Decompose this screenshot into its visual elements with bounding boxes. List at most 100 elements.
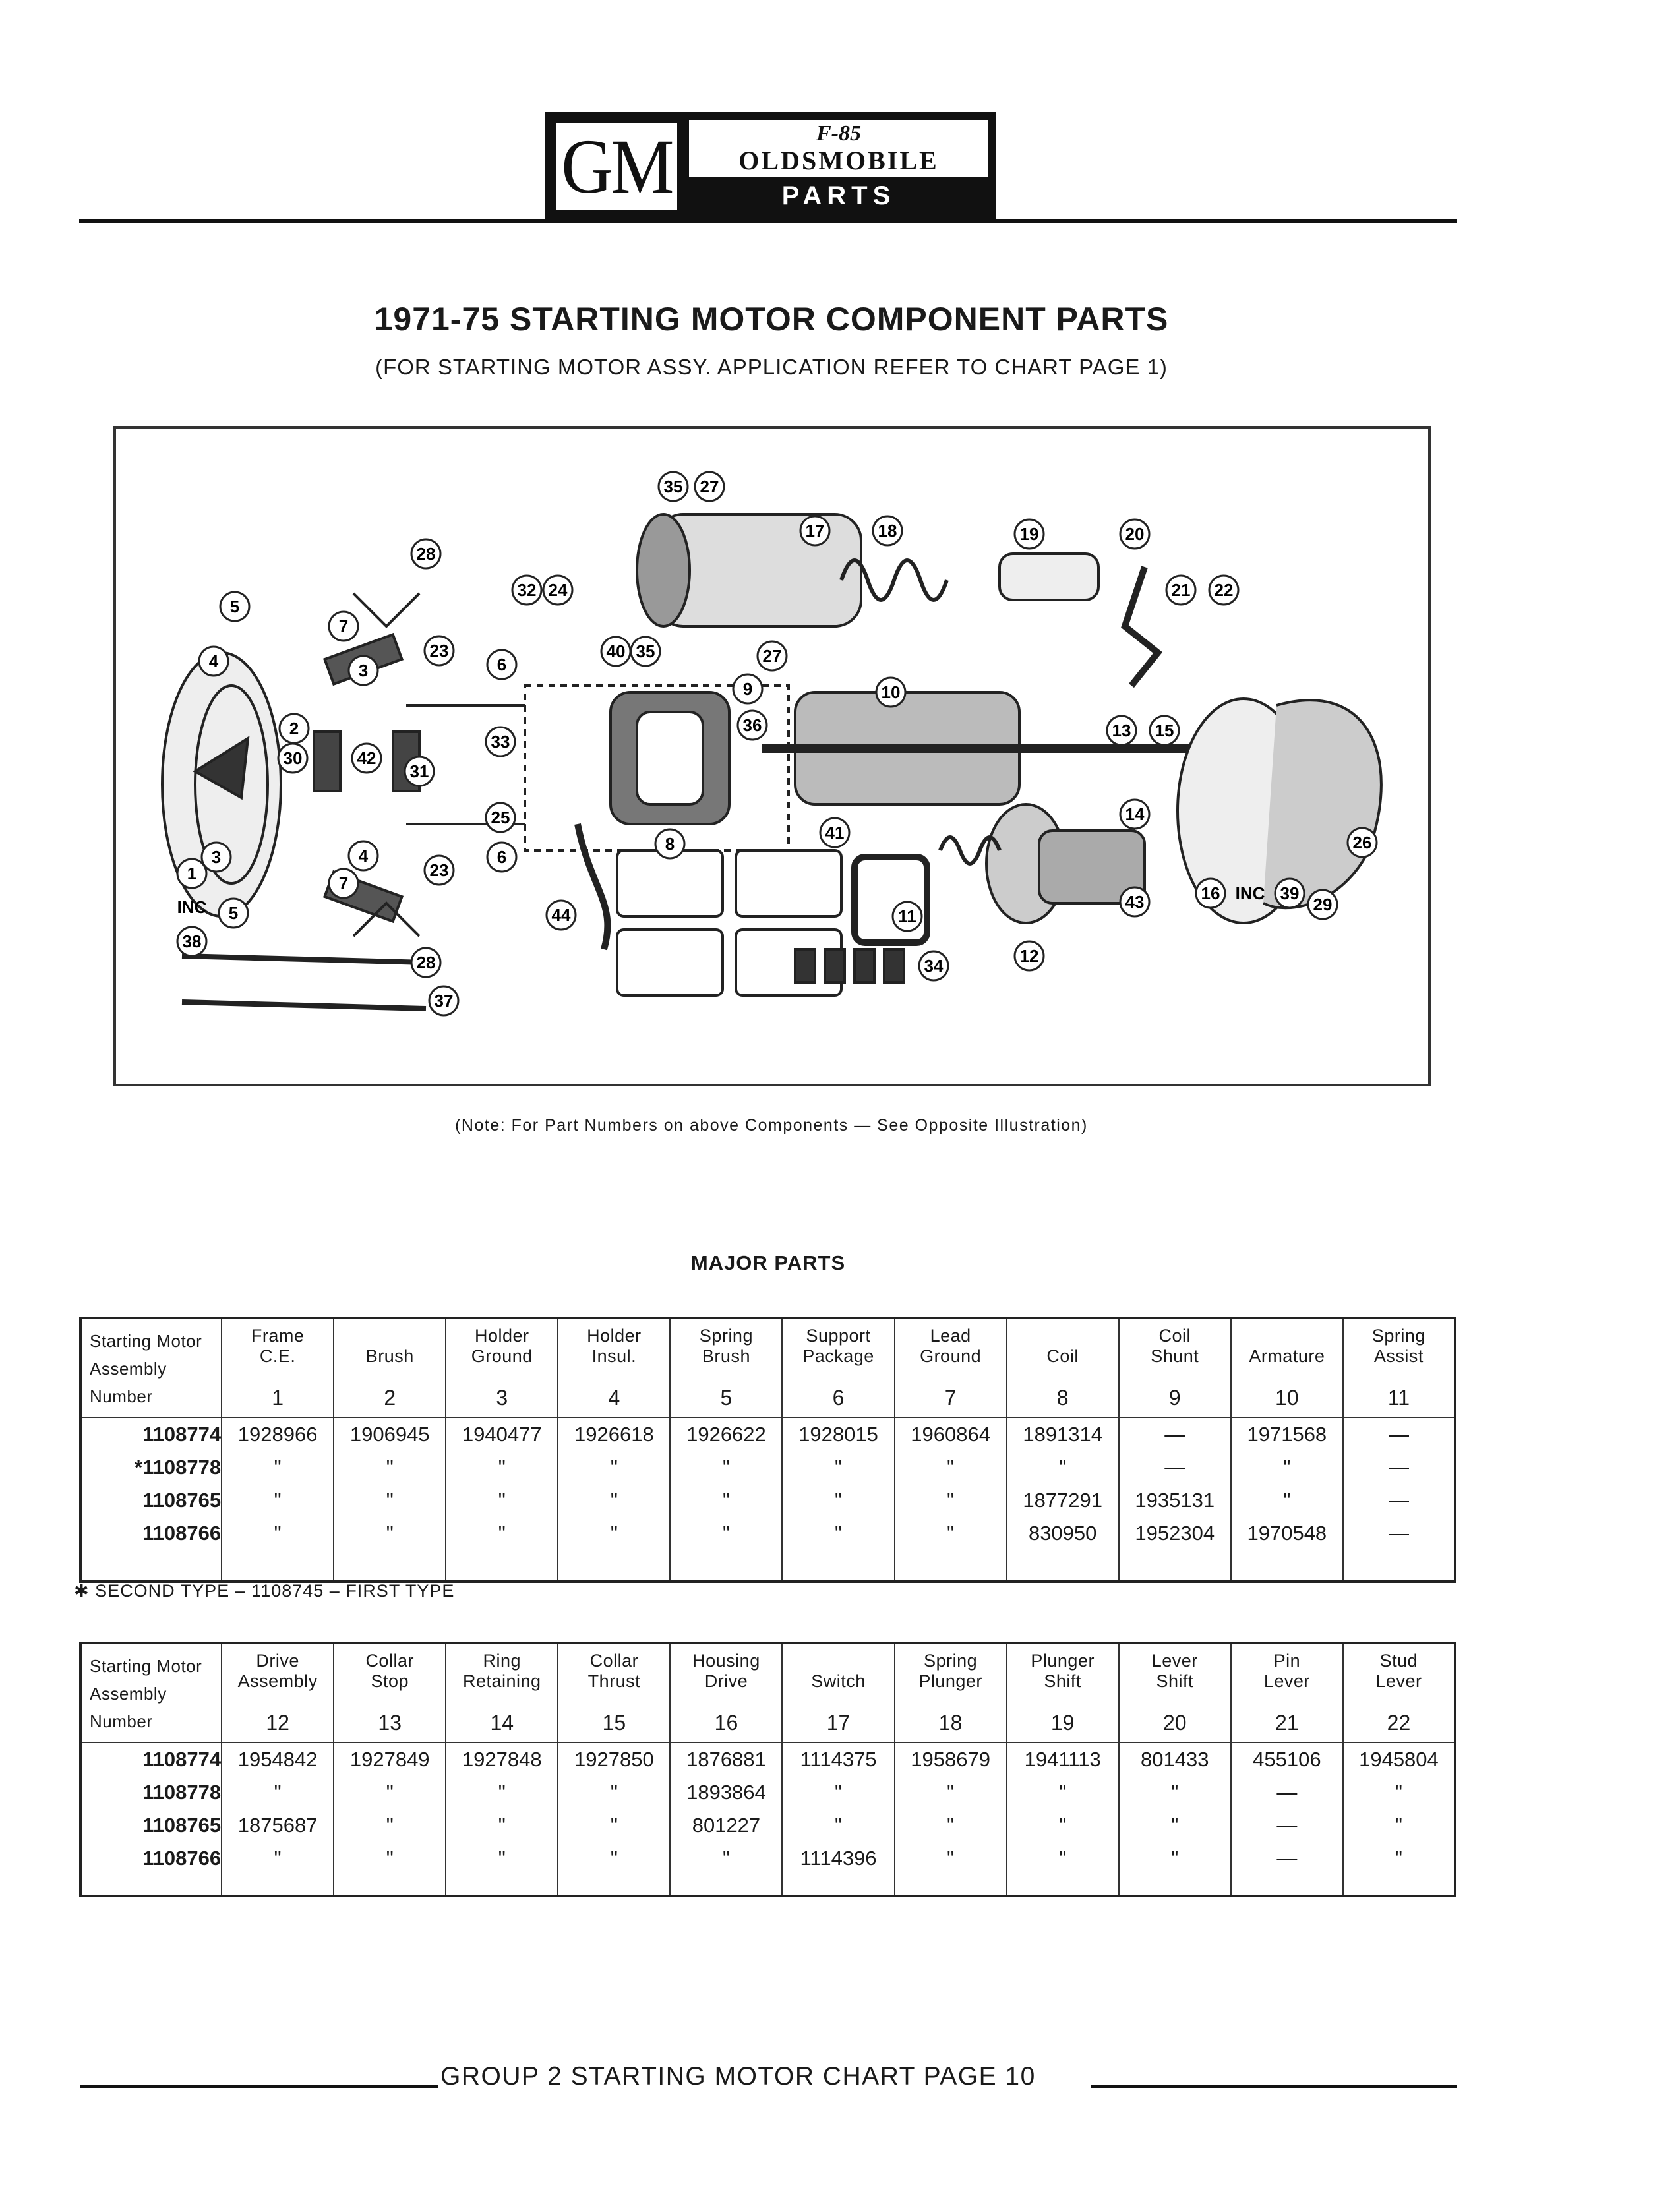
callout: 19 bbox=[1013, 518, 1045, 550]
callout-label: 19 bbox=[1020, 524, 1039, 544]
column-number: 16 bbox=[714, 1711, 738, 1735]
callout: 16 bbox=[1195, 877, 1226, 909]
part-number: " bbox=[498, 1847, 506, 1870]
plunger bbox=[998, 552, 1100, 601]
assembly-number: 1108774 bbox=[142, 1423, 222, 1446]
callout: 6 bbox=[486, 649, 518, 680]
part-number: " bbox=[947, 1847, 955, 1870]
part-number: " bbox=[1283, 1456, 1291, 1479]
callout: 7 bbox=[328, 610, 359, 642]
column-label: Ring bbox=[483, 1651, 522, 1671]
table-cell-column: 1906945""" bbox=[333, 1417, 447, 1582]
part-number: " bbox=[610, 1847, 618, 1870]
table-cell-column: 1954842"1875687" bbox=[221, 1742, 335, 1897]
part-number: 1945804 bbox=[1359, 1748, 1439, 1771]
column-label: Housing bbox=[692, 1651, 760, 1671]
column-number: 18 bbox=[938, 1711, 963, 1735]
callout: 37 bbox=[428, 985, 460, 1017]
callout-label: 35 bbox=[636, 641, 655, 661]
screw-3 bbox=[853, 948, 876, 984]
callout-label: 29 bbox=[1313, 895, 1333, 914]
part-number: " bbox=[274, 1847, 282, 1870]
part-number: 1891314 bbox=[1023, 1423, 1103, 1446]
table-cell-column: 1928015""" bbox=[781, 1417, 895, 1582]
column-label: Assist bbox=[1373, 1346, 1424, 1366]
callout-label: 30 bbox=[284, 748, 303, 768]
table-cell-column: 455106——— bbox=[1230, 1742, 1344, 1897]
column-number: 22 bbox=[1387, 1711, 1411, 1735]
table-data-block: 1108774 *1108778 1108765 1108766 1928966… bbox=[79, 1417, 1456, 1582]
table-footnote: ✱ SECOND TYPE – 1108745 – FIRST TYPE bbox=[74, 1581, 455, 1601]
callout: 9 bbox=[732, 673, 764, 705]
callout-label: 4 bbox=[209, 651, 219, 671]
spring-bottom bbox=[352, 901, 421, 937]
exploded-parts-diagram: 35 27 17 18 19 20 21 22 28 32 24 5 7 3 4… bbox=[113, 426, 1431, 1086]
screw-4 bbox=[883, 948, 905, 984]
table-cell-column: 1928966""" bbox=[221, 1417, 335, 1582]
part-number: " bbox=[386, 1814, 394, 1837]
part-number: " bbox=[1059, 1456, 1067, 1479]
part-number: " bbox=[947, 1522, 955, 1545]
callout: 3 bbox=[347, 655, 379, 686]
column-number: 21 bbox=[1275, 1711, 1299, 1735]
drive-housing-nose bbox=[1263, 699, 1383, 910]
part-number: " bbox=[1171, 1847, 1179, 1870]
screw-2 bbox=[824, 948, 846, 984]
part-number: " bbox=[610, 1522, 618, 1545]
part-number: " bbox=[386, 1781, 394, 1804]
column-label: Ground bbox=[471, 1346, 533, 1366]
callout: 15 bbox=[1149, 715, 1180, 746]
column-number: 9 bbox=[1168, 1386, 1181, 1410]
column-number: 14 bbox=[490, 1711, 514, 1735]
field-coil-inner bbox=[636, 711, 704, 806]
part-number: " bbox=[722, 1489, 730, 1512]
column-number: 2 bbox=[384, 1386, 396, 1410]
logo-brand-panel: F-85 OLDSMOBILE bbox=[689, 120, 988, 177]
column-label: Lead bbox=[930, 1326, 971, 1346]
column-label: Support bbox=[806, 1326, 871, 1346]
assembly-number: 1108778 bbox=[142, 1781, 222, 1804]
footer-rule-left bbox=[80, 2085, 438, 2088]
callout-label: 7 bbox=[339, 616, 348, 636]
part-number: " bbox=[386, 1522, 394, 1545]
row-label-line: Assembly bbox=[90, 1359, 167, 1379]
pole-shoe-2 bbox=[735, 849, 843, 918]
callout: 25 bbox=[485, 802, 516, 833]
callout: 44 bbox=[545, 899, 577, 931]
footer-rule-right bbox=[1091, 2085, 1457, 2088]
column-number: 10 bbox=[1275, 1386, 1299, 1410]
callout-label: 13 bbox=[1112, 721, 1131, 740]
callout: 32 bbox=[511, 574, 543, 606]
callout: 14 bbox=[1119, 798, 1151, 830]
callout-label: 40 bbox=[607, 641, 626, 661]
insulator bbox=[851, 854, 930, 946]
part-number: " bbox=[274, 1781, 282, 1804]
part-number: 1877291 bbox=[1023, 1489, 1103, 1512]
column-label: Spring bbox=[924, 1651, 978, 1671]
shift-lever bbox=[1121, 566, 1163, 688]
assembly-number: 1108774 bbox=[142, 1748, 222, 1771]
column-label: Holder bbox=[475, 1326, 529, 1346]
column-label: Brush bbox=[702, 1346, 750, 1366]
callout-label: 24 bbox=[549, 580, 568, 600]
assembly-number: 1108766 bbox=[142, 1847, 222, 1870]
table-cell-column: 1927850""" bbox=[557, 1742, 671, 1897]
part-number: " bbox=[835, 1522, 843, 1545]
table-cell-column: ———— bbox=[1342, 1417, 1456, 1582]
part-number: 1960864 bbox=[911, 1423, 990, 1446]
column-label: C.E. bbox=[259, 1346, 296, 1366]
callout-label: 2 bbox=[289, 719, 299, 738]
callout: 38 bbox=[176, 926, 208, 957]
table-cell-column: 1114375""1114396 bbox=[781, 1742, 895, 1897]
callout-label: 3 bbox=[212, 847, 221, 867]
callout: 43 bbox=[1119, 886, 1151, 918]
callout-label: 18 bbox=[878, 521, 897, 541]
through-bolt-1 bbox=[181, 953, 427, 965]
